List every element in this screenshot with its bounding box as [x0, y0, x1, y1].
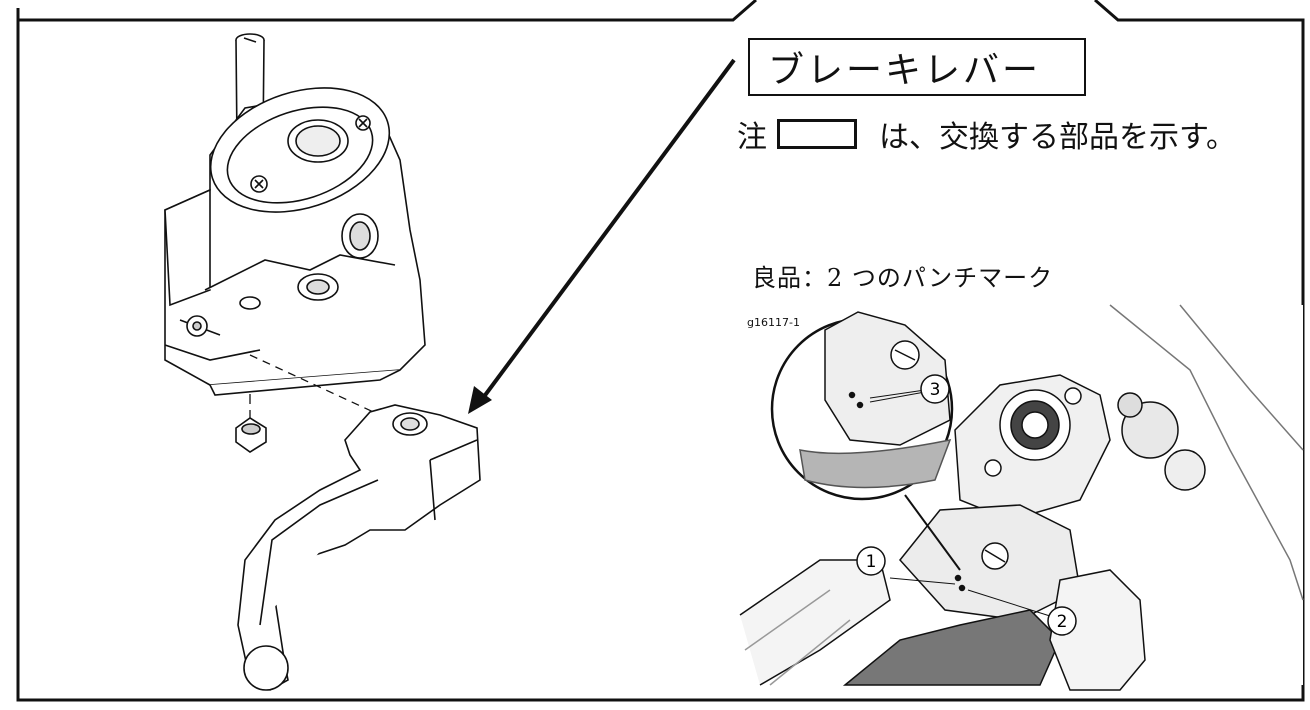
master-cylinder: [164, 87, 426, 396]
pointer-arrowhead: [468, 386, 492, 414]
callout-1-label: 1: [866, 552, 877, 572]
legend-note: 注 は、交換する部品を示す。: [737, 112, 1236, 156]
photo-code: g16117-1: [747, 316, 800, 329]
pointer-arrow-line: [478, 58, 736, 404]
callout-2-label: 2: [1057, 612, 1068, 632]
legend-sample-box: [777, 119, 857, 149]
callout-1: 1: [856, 546, 886, 576]
note-prefix: 注: [737, 120, 767, 155]
brake-lever: [237, 404, 481, 691]
exploded-view: [164, 33, 481, 691]
callout-3-label: 3: [930, 380, 941, 400]
callout-2: 2: [1047, 606, 1077, 636]
part-label-box: ブレーキレバー: [748, 38, 1086, 96]
pivot-nut: [235, 417, 267, 453]
callout-3: 3: [920, 374, 950, 404]
good-part-title: 良品：2 つのパンチマーク: [752, 264, 1054, 292]
good-part-photo: [739, 304, 1304, 691]
note-text: は、交換する部品を示す。: [879, 120, 1236, 155]
part-label: ブレーキレバー: [768, 50, 1042, 91]
